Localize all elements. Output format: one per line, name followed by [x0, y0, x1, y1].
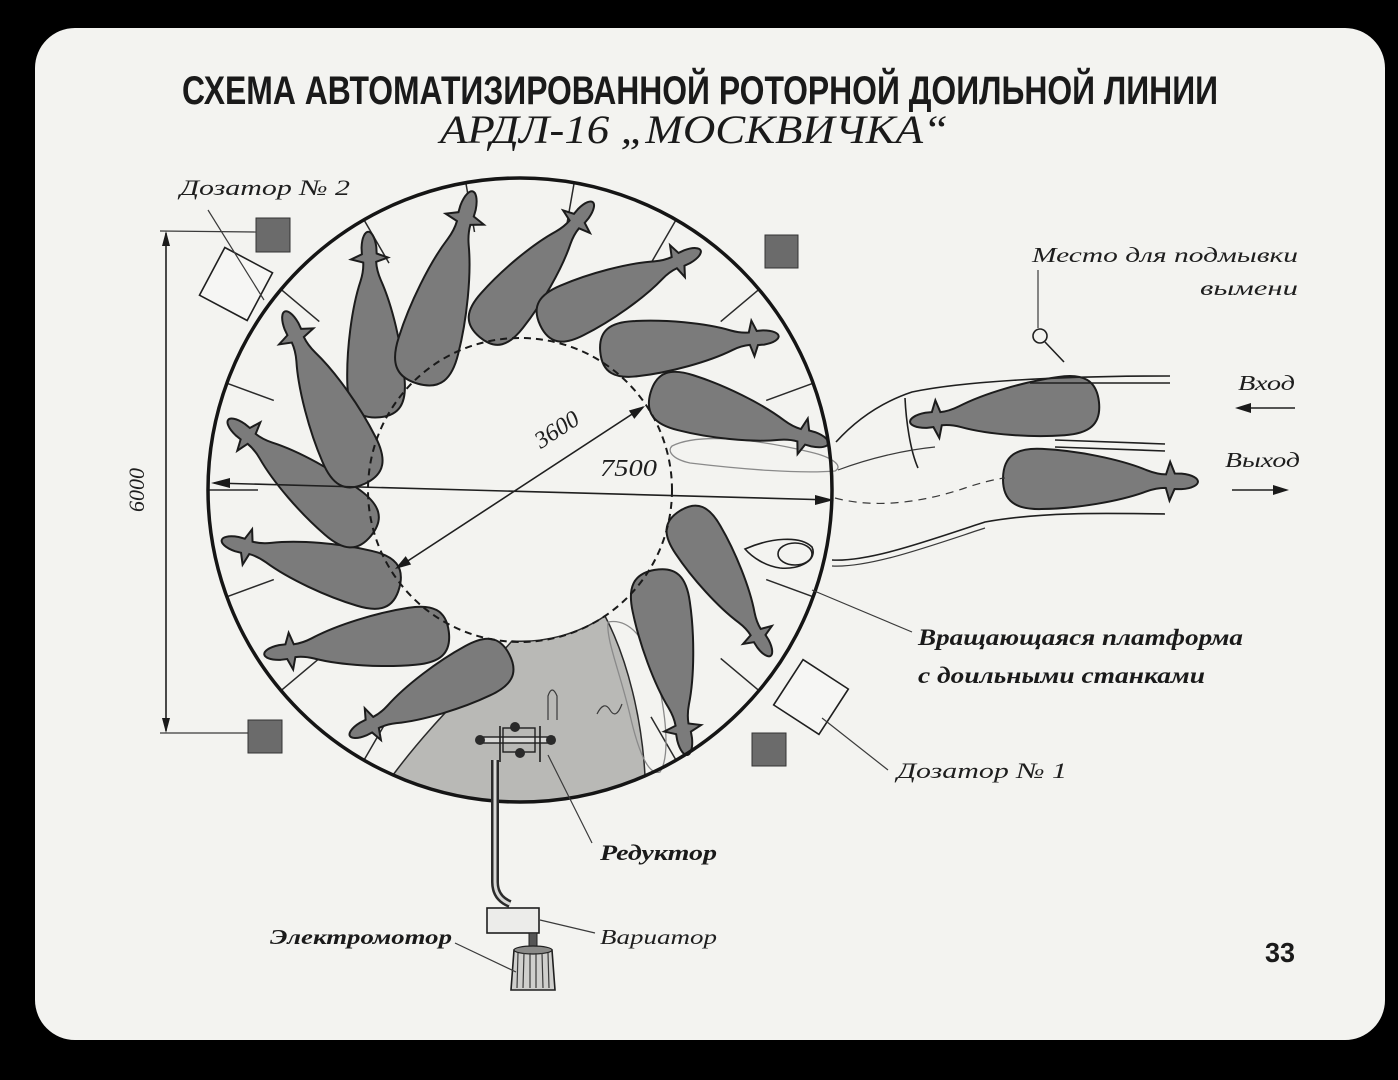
platform-label: Вращающаяся платформа: [917, 625, 1243, 650]
outer-diameter-value: 7500: [600, 456, 657, 482]
rotating-platform-outer-edge: [206, 176, 834, 804]
leader-line: [207, 209, 265, 301]
lane-divider: [1054, 446, 1166, 452]
entry-exit-lanes: [831, 375, 1171, 567]
dimension-arrow: [815, 495, 834, 505]
variator-box: [486, 907, 540, 934]
electric-motor: [510, 932, 556, 991]
arrow-left-icon: [1235, 403, 1295, 413]
dimension-arrow: [211, 478, 230, 488]
stall-divider: [765, 382, 813, 402]
lane-fence: [904, 397, 919, 469]
corner-marker: [764, 234, 799, 269]
dispenser-2-label: Дозатор № 2: [177, 175, 350, 200]
drive-shaft: [491, 760, 512, 908]
dispenser-2-box: [198, 246, 274, 322]
cow-in-stall: [529, 226, 713, 350]
stall-divider: [720, 657, 759, 691]
dimension-width: [159, 230, 259, 734]
dimension-arrow: [162, 231, 170, 246]
width-value: 6000: [124, 468, 149, 512]
stall-divider: [650, 220, 677, 264]
wash-place-label: вымени: [1200, 276, 1298, 300]
diagram-subtitle: АРДЛ-16 „МОСКВИЧКА“: [437, 107, 948, 152]
corner-marker: [255, 217, 291, 253]
dimension-arrow: [395, 556, 412, 569]
corner-marker: [751, 732, 787, 767]
cow-in-stall: [657, 497, 793, 670]
washing-station: [1032, 328, 1048, 344]
lane-fence: [831, 512, 1166, 561]
drive-area-mark: [547, 689, 558, 720]
lane-divider: [1054, 439, 1166, 445]
leader-line: [547, 754, 593, 844]
lane-fence: [831, 527, 986, 567]
cow-exiting: [1002, 448, 1198, 512]
dispenser-1-label: Дозатор № 1: [894, 758, 1067, 783]
exit-guide-roller: [777, 542, 813, 566]
stall-divider: [281, 657, 320, 691]
corner-marker: [247, 719, 283, 754]
wash-place-label: Место для подмывки: [1031, 243, 1298, 267]
exit-label: Выход: [1225, 448, 1300, 472]
leader-line: [811, 589, 913, 633]
reducer-drawing: [475, 722, 556, 762]
platform-label: с доильными станками: [918, 663, 1205, 688]
motor-label: Электромотор: [270, 925, 452, 949]
entry-label: Вход: [1238, 371, 1295, 395]
cow-entering: [907, 373, 1102, 451]
cow-in-stall: [388, 183, 503, 392]
cow-path: [834, 477, 1006, 505]
cow-in-stall: [258, 299, 392, 496]
lane-fence: [835, 375, 1171, 443]
dimension-arrow: [162, 718, 170, 733]
dimension-arrow: [628, 406, 645, 419]
cow-in-stall: [337, 630, 522, 761]
arrow-right-icon: [1232, 485, 1289, 495]
cow-in-stall: [261, 603, 453, 683]
cow-in-stall: [214, 513, 406, 616]
stall-divider: [227, 578, 275, 598]
stall-divider: [227, 382, 275, 402]
leader-line: [454, 942, 517, 973]
cow-in-stall: [598, 309, 781, 380]
dimension-inner-diameter: [395, 406, 645, 569]
leader-line: [821, 717, 889, 771]
drive-area-mark: [596, 703, 623, 715]
stall-divider: [650, 716, 677, 760]
variator-label: Вариатор: [600, 925, 717, 949]
leader-line: [539, 919, 596, 934]
lane-fence: [837, 446, 936, 471]
reducer-label: Редуктор: [599, 840, 717, 865]
stall-divider: [720, 289, 759, 323]
page-number: 33: [1265, 937, 1295, 968]
stall-divider: [765, 578, 813, 598]
washing-station-hose: [1044, 341, 1065, 363]
rotating-platform-inner-edge: [367, 337, 673, 643]
diagram-title: СХЕМА АВТОМАТИЗИРОВАННОЙ РОТОРНОЙ ДОИЛЬН…: [182, 67, 1218, 113]
dispenser-1-box: [772, 658, 850, 736]
stall-divider: [281, 289, 320, 323]
dimension-outer-diameter: [211, 478, 834, 505]
